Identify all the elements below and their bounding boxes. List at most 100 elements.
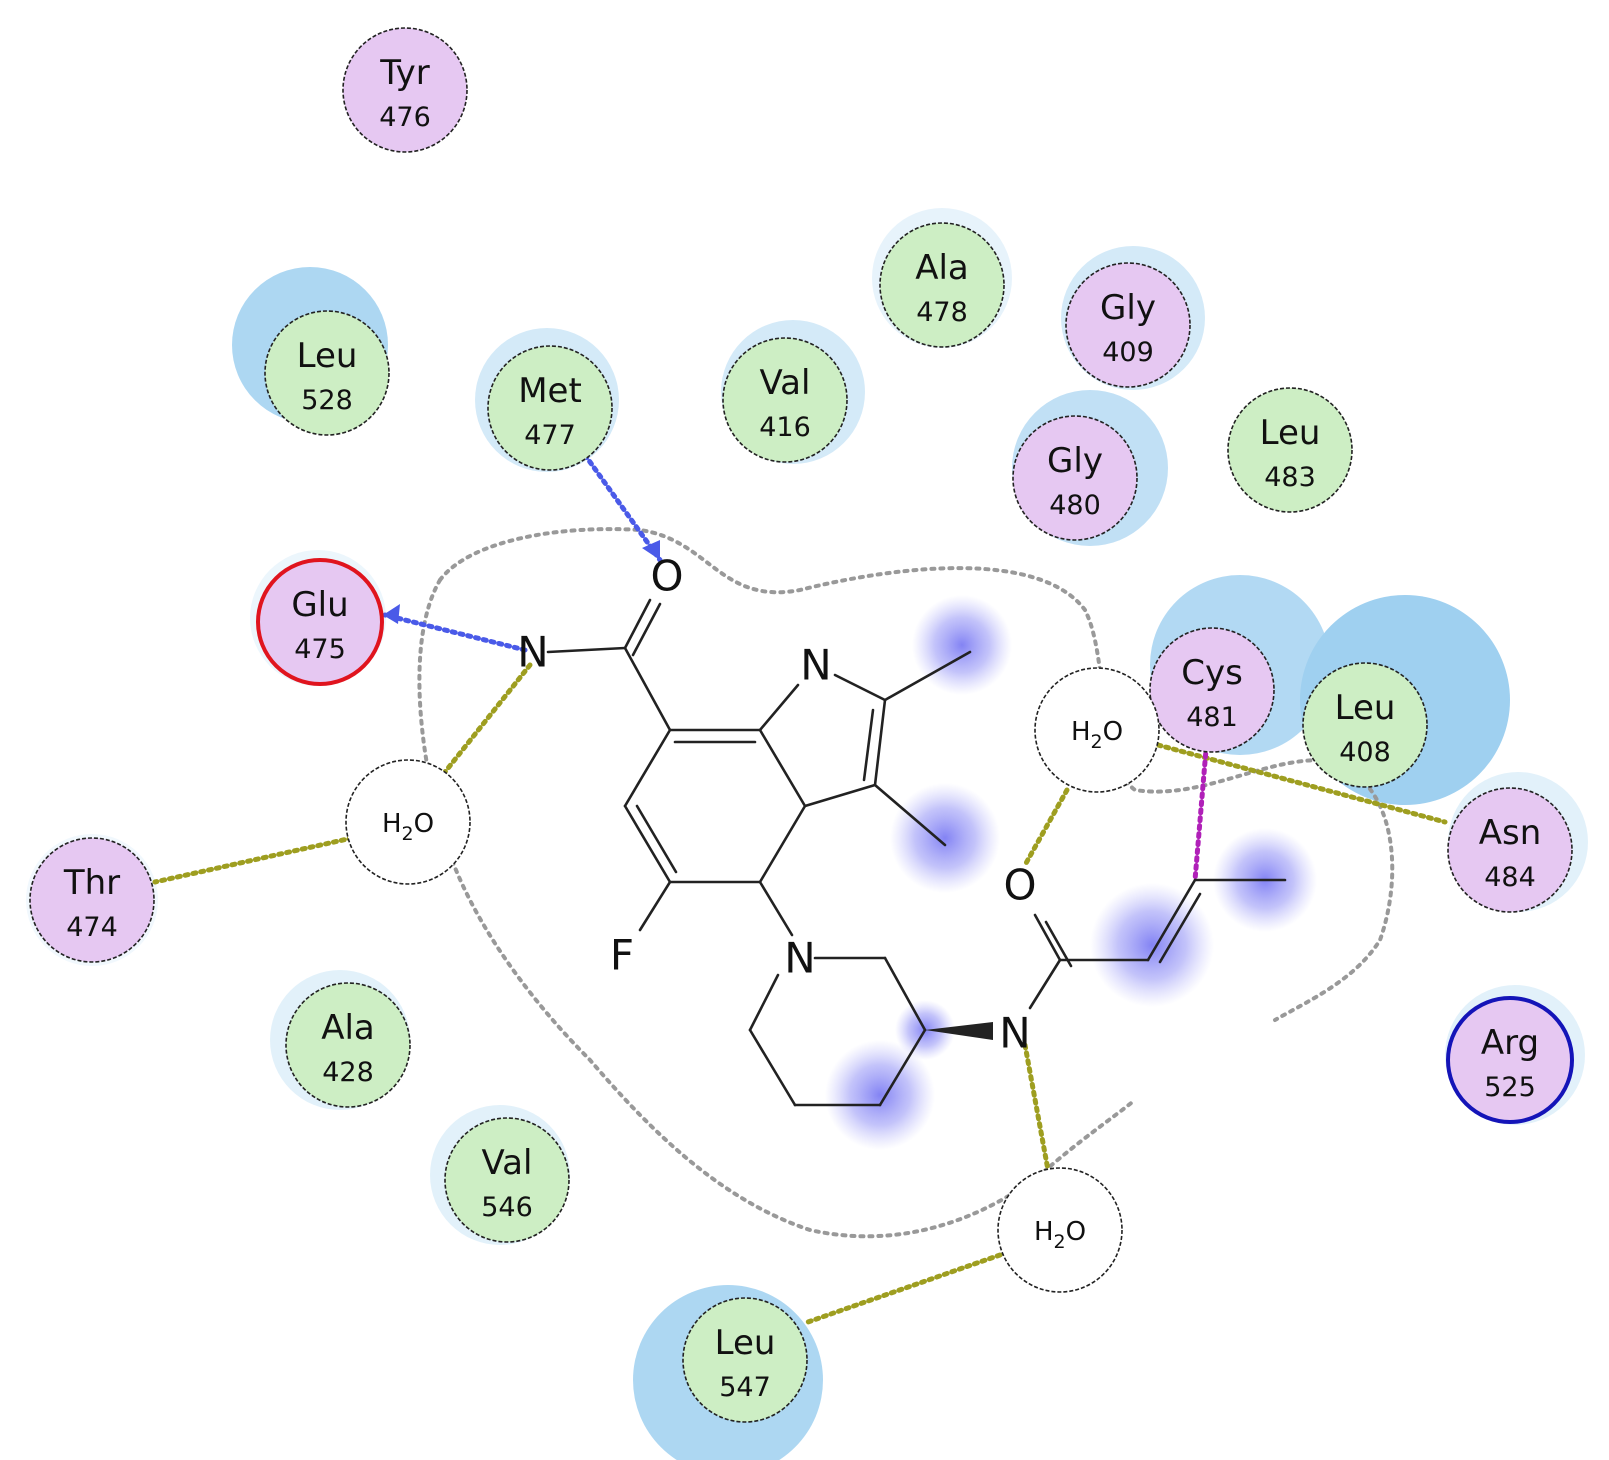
residue-circle <box>285 982 411 1108</box>
residue-circle <box>264 310 390 436</box>
residue-cys481: Cys 481 <box>1149 627 1275 753</box>
water-bridge-water2-o <box>1022 787 1070 868</box>
residue-name: Arg <box>1481 1023 1539 1063</box>
residue-circle <box>1149 627 1275 753</box>
bond <box>873 783 947 847</box>
bond <box>1028 958 1062 1010</box>
acrylamide-oxygen-atom: O <box>1003 861 1036 910</box>
residue-number: 528 <box>301 385 353 416</box>
bond <box>758 683 800 732</box>
exposure-blob <box>1090 883 1214 1007</box>
interaction-lines <box>152 452 1448 1326</box>
residue-thr474: Thr 474 <box>29 837 155 963</box>
residue-name: Gly <box>1100 288 1156 328</box>
residue-name: Leu <box>297 336 358 376</box>
fluorine-atom: F <box>610 931 634 980</box>
bond <box>883 956 927 1032</box>
residue-circle <box>1227 387 1353 513</box>
residue-circle <box>487 345 613 471</box>
water-label: H2O <box>1071 717 1123 753</box>
bond <box>1033 913 1062 962</box>
residue-name: Thr <box>63 863 120 903</box>
bond <box>873 698 887 787</box>
hbond-met477-o <box>582 452 663 563</box>
water-molecule: H2O <box>1034 667 1160 793</box>
bond <box>748 1028 797 1107</box>
hbond-arrowheads <box>383 540 660 624</box>
contact-cys481 <box>1192 735 1210 883</box>
residue-number: 474 <box>66 912 118 943</box>
residue-number: 483 <box>1264 462 1316 493</box>
bond <box>833 673 887 702</box>
residue-name: Leu <box>1260 413 1321 453</box>
water-label: H2O <box>1034 1217 1086 1253</box>
bond <box>758 804 807 884</box>
residue-circle <box>29 837 155 963</box>
exposure-blob <box>825 1040 935 1150</box>
water-bridge-n-water1 <box>442 662 533 775</box>
bond <box>546 646 627 654</box>
ligand-atoms: O N N F N N O <box>517 552 1036 1058</box>
ligand-bonds <box>546 598 1287 1107</box>
bond <box>623 598 652 650</box>
residue-number: 547 <box>719 1372 771 1403</box>
water-bridge-n-water3 <box>1022 1042 1051 1173</box>
residue-name: Cys <box>1181 653 1243 693</box>
residue-circle <box>682 1297 808 1423</box>
water-bridge-water3-leu547 <box>802 1252 1003 1326</box>
bond <box>623 804 672 884</box>
residue-circle <box>722 337 848 463</box>
residue-circle <box>444 1117 570 1243</box>
bond <box>638 880 672 932</box>
residue-number: 480 <box>1049 490 1101 521</box>
bond <box>1146 878 1197 962</box>
bond <box>631 602 662 657</box>
bond <box>758 728 807 808</box>
bond <box>623 728 672 808</box>
bond <box>1158 892 1202 964</box>
residue-name: Val <box>482 1143 533 1183</box>
water-molecule: H2O <box>997 1167 1123 1293</box>
residue-name: Glu <box>291 585 348 625</box>
residue-name: Ala <box>915 248 969 288</box>
bond <box>635 804 678 874</box>
bond <box>748 973 780 1032</box>
piperidine-nitrogen-atom: N <box>784 934 815 983</box>
residue-number: 478 <box>916 297 968 328</box>
water-circle <box>997 1167 1123 1293</box>
water-bridge-water1-thr474 <box>152 835 355 885</box>
residue-leu528: Leu 528 <box>264 310 390 436</box>
bond <box>862 708 875 782</box>
residue-name: Val <box>760 363 811 403</box>
bond <box>758 880 794 937</box>
residue-name: Ala <box>321 1008 375 1048</box>
bond <box>878 1028 927 1107</box>
bond <box>803 783 877 808</box>
wedge-bond <box>925 1022 993 1040</box>
arrowhead-glu475 <box>383 604 400 624</box>
residue-name: Asn <box>1479 813 1542 853</box>
bond <box>883 650 972 702</box>
residue-number: 481 <box>1186 702 1238 733</box>
residue-circle <box>1302 662 1428 788</box>
residue-number: 408 <box>1339 737 1391 768</box>
bond <box>623 646 672 732</box>
arrowhead-o <box>642 540 660 560</box>
residue-name: Leu <box>715 1323 776 1363</box>
residue-number: 476 <box>379 102 431 133</box>
water-circle <box>345 759 471 885</box>
residue-circle <box>1065 262 1191 388</box>
residue-circle <box>1012 415 1138 541</box>
residue-circle <box>1447 787 1573 913</box>
residue-circle <box>256 558 384 686</box>
amide-nitrogen-atom: N <box>517 628 548 677</box>
